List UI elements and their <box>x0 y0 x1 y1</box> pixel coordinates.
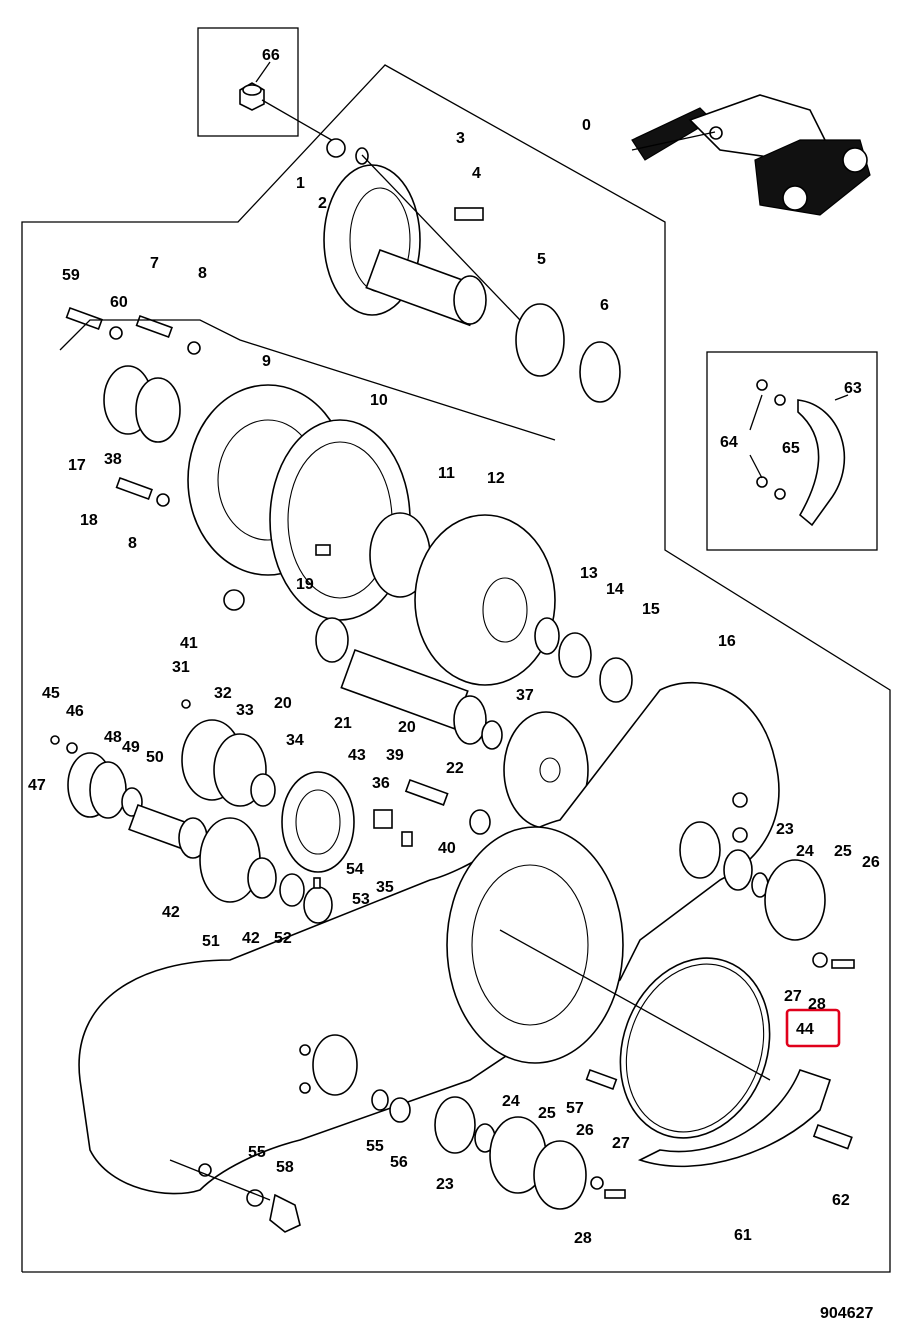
part-label-51: 51 <box>202 933 220 950</box>
part-label-42: 42 <box>242 930 260 947</box>
part-label-38: 38 <box>104 451 122 468</box>
part-label-56: 56 <box>390 1154 408 1171</box>
part-label-44: 44 <box>796 1021 814 1038</box>
part-label-28: 28 <box>574 1230 592 1247</box>
spindle-group <box>323 138 621 403</box>
part-label-16: 16 <box>718 633 736 650</box>
part-label-2: 2 <box>318 195 327 212</box>
part-label-43: 43 <box>348 747 366 764</box>
part-label-33: 33 <box>236 702 254 719</box>
part-label-9: 9 <box>262 353 271 370</box>
part-label-21: 21 <box>334 715 352 732</box>
part-label-23: 23 <box>436 1176 454 1193</box>
part-label-27: 27 <box>784 988 802 1005</box>
part-label-35: 35 <box>376 879 394 896</box>
part-label-22: 22 <box>446 760 464 777</box>
carrier-group <box>59 306 633 703</box>
part-label-66: 66 <box>262 47 280 64</box>
inset-frame-nut <box>197 27 299 137</box>
part-label-46: 46 <box>66 703 84 720</box>
shaft-gear-group <box>340 648 589 829</box>
part-label-4: 4 <box>472 165 481 182</box>
part-label-27: 27 <box>612 1135 630 1152</box>
part-label-37: 37 <box>516 687 534 704</box>
part-label-53: 53 <box>352 891 370 908</box>
part-label-7: 7 <box>150 255 159 272</box>
part-label-59: 59 <box>62 267 80 284</box>
part-label-8: 8 <box>128 535 137 552</box>
part-label-62: 62 <box>832 1192 850 1209</box>
part-label-63: 63 <box>844 380 862 397</box>
part-label-57: 57 <box>566 1100 584 1117</box>
part-label-20: 20 <box>398 719 416 736</box>
part-label-60: 60 <box>110 294 128 311</box>
part-label-12: 12 <box>487 470 505 487</box>
part-label-55: 55 <box>248 1144 266 1161</box>
part-label-45: 45 <box>42 685 60 702</box>
part-label-47: 47 <box>28 777 46 794</box>
part-label-20: 20 <box>274 695 292 712</box>
outer-hub-group <box>169 849 855 1233</box>
part-label-40: 40 <box>438 840 456 857</box>
part-label-18: 18 <box>80 512 98 529</box>
part-label-8: 8 <box>198 265 207 282</box>
part-label-13: 13 <box>580 565 598 582</box>
vehicle-thumbnail <box>631 94 871 216</box>
part-label-14: 14 <box>606 581 624 598</box>
highlight-box-44 <box>785 1008 841 1048</box>
part-label-32: 32 <box>214 685 232 702</box>
part-label-58: 58 <box>276 1159 294 1176</box>
drawing-number: 904627 <box>820 1305 873 1322</box>
part-label-11: 11 <box>438 465 455 482</box>
part-63-guard <box>749 379 849 527</box>
part-label-34: 34 <box>286 732 304 749</box>
part-66-nut <box>239 61 336 143</box>
main-boundary <box>21 64 891 1273</box>
part-label-50: 50 <box>146 749 164 766</box>
part-label-49: 49 <box>122 739 140 756</box>
part-label-36: 36 <box>372 775 390 792</box>
part-label-61: 61 <box>734 1227 752 1244</box>
frame-lines <box>21 27 891 1273</box>
part-label-55: 55 <box>366 1138 384 1155</box>
part-label-25: 25 <box>538 1105 556 1122</box>
axle-housing <box>78 681 780 1195</box>
part-label-0: 0 <box>582 117 591 134</box>
part-label-24: 24 <box>502 1093 520 1110</box>
inset-frame-guard <box>706 351 878 551</box>
part-label-26: 26 <box>862 854 880 871</box>
part-label-25: 25 <box>834 843 852 860</box>
part-label-17: 17 <box>68 457 86 474</box>
part-label-28: 28 <box>808 996 826 1013</box>
part-label-39: 39 <box>386 747 404 764</box>
part-label-15: 15 <box>642 601 660 618</box>
part-label-24: 24 <box>796 843 814 860</box>
part-label-26: 26 <box>576 1122 594 1139</box>
part-label-52: 52 <box>274 930 292 947</box>
part-label-54: 54 <box>346 861 364 878</box>
part-label-31: 31 <box>172 659 190 676</box>
part-label-48: 48 <box>104 729 122 746</box>
part-label-6: 6 <box>600 297 609 314</box>
part-label-10: 10 <box>370 392 388 409</box>
part-label-5: 5 <box>537 251 546 268</box>
part-label-1: 1 <box>296 175 305 192</box>
part-label-3: 3 <box>456 130 465 147</box>
part-label-65: 65 <box>782 440 800 457</box>
part-label-64: 64 <box>720 434 738 451</box>
part-label-19: 19 <box>296 576 314 593</box>
part-label-41: 41 <box>180 635 198 652</box>
input-group <box>50 699 491 981</box>
part-label-23: 23 <box>776 821 794 838</box>
part-label-42: 42 <box>162 904 180 921</box>
